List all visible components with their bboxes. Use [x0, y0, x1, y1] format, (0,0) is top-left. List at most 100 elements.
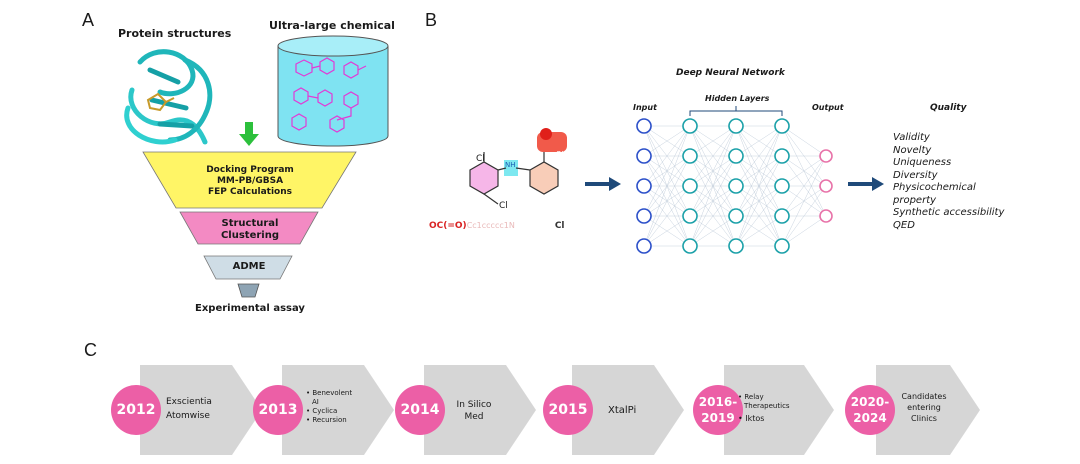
network-edge: [643, 215, 691, 247]
network-edge: [643, 125, 691, 157]
network-edge: [781, 155, 827, 187]
funnel-stage-clustering: [179, 211, 319, 245]
oh-label: OH: [556, 150, 567, 158]
hidden-layers-bracket: [689, 106, 783, 116]
structural-label: Structural: [221, 218, 279, 229]
timeline-entry-text: Benevolent: [312, 389, 353, 397]
docking-program-label: Docking Program: [206, 165, 294, 175]
network-edge: [689, 215, 737, 247]
chemical-space-cylinder: [277, 35, 389, 147]
arrow-to-quality-icon: [848, 177, 884, 191]
funnel-tip: [237, 283, 260, 298]
timeline-entry: Candidates: [901, 392, 947, 401]
input-node: [636, 178, 652, 194]
protein-structure-image: [124, 49, 213, 145]
panel-a-graphics: [124, 35, 389, 298]
timeline-entry-text: AI: [312, 398, 319, 406]
hidden-node: [728, 208, 744, 224]
quality-item: Diversity: [893, 169, 938, 181]
arrow-to-network-icon: [585, 177, 621, 191]
clustering-label: Clustering: [220, 230, 280, 241]
network-edge: [689, 125, 737, 187]
hidden-node: [728, 118, 744, 134]
hidden-node: [728, 148, 744, 164]
year-badge-2013: 2013: [253, 385, 303, 435]
nh-label: NH: [505, 161, 516, 169]
timeline-text-2020-2024: Candidates entering Clinics: [896, 391, 952, 424]
quality-item: Physicochemical: [893, 182, 976, 193]
year-badge-2016-2019: 2016- 2019: [693, 385, 743, 435]
timeline-entry: Exscientia: [166, 397, 212, 407]
timeline-entry-text: Therapeutics: [744, 402, 790, 410]
input-label: Input: [633, 103, 657, 112]
network-edge: [735, 215, 783, 247]
funnel-stage-adme: [203, 255, 293, 280]
adme-label: ADME: [232, 261, 266, 272]
chemical-space-label-line1: Ultra-large chemical: [269, 19, 395, 32]
year-badge-2015: 2015: [543, 385, 593, 435]
network-edge: [643, 185, 691, 247]
experimental-assay-label: Experimental assay: [195, 303, 305, 314]
input-node: [636, 118, 652, 134]
timeline-entry: Clinics: [911, 414, 937, 423]
hidden-node: [682, 238, 698, 254]
network-edge: [735, 155, 783, 247]
timeline-entry: Iktos: [738, 414, 790, 423]
cl-bottom-label: Cl: [499, 201, 508, 211]
timeline-entry: entering: [907, 403, 941, 412]
quality-item: Synthetic accessibility: [893, 207, 1005, 218]
network-edge: [689, 185, 737, 247]
left-aromatic-ring: [469, 161, 499, 195]
network-edge: [781, 185, 827, 247]
hidden-node: [682, 148, 698, 164]
quality-title: Quality: [930, 103, 967, 113]
oxygen-atom: [540, 128, 552, 140]
timeline-arrows: [140, 365, 980, 455]
network-edge: [735, 125, 783, 247]
network-edge: [689, 125, 737, 157]
network-title: Deep Neural Network: [676, 68, 785, 78]
timeline-text-2012: Exscientia Atomwise: [166, 396, 212, 422]
protein-structures-label: Protein structures: [118, 27, 232, 40]
docking-stage-text: Docking Program MM-PB/GBSA FEP Calculati…: [180, 165, 320, 198]
quality-item: property: [893, 194, 937, 206]
network-edge: [735, 125, 783, 157]
timeline-entry: Cyclica: [306, 407, 352, 416]
right-aromatic-ring: [529, 161, 559, 195]
panel-b-letter: B: [425, 10, 438, 30]
network-edge: [689, 155, 737, 247]
network-edge: [781, 215, 827, 247]
smiles-red-part: OC(=O): [429, 221, 467, 231]
network-edge: [781, 155, 827, 247]
network-edge: [735, 185, 783, 247]
ligand-image: [146, 92, 175, 112]
input-node: [636, 208, 652, 224]
mmpbgbsa-label: MM-PB/GBSA: [216, 176, 284, 186]
hidden-node: [728, 178, 744, 194]
hidden-node: [774, 208, 790, 224]
network-edge: [643, 125, 691, 217]
hidden-node: [774, 178, 790, 194]
hidden-node: [774, 238, 790, 254]
smiles-tail: Cl: [554, 221, 565, 231]
fep-calculations-label: FEP Calculations: [207, 187, 293, 197]
year-badge-2012: 2012: [111, 385, 161, 435]
timeline-arrow-2014: [424, 365, 536, 455]
network-edge: [781, 155, 827, 217]
quality-item: Novelty: [893, 144, 932, 156]
network-edge: [689, 125, 737, 217]
timeline-arrow-2015: [572, 365, 684, 455]
smiles-faded-part: Cc1ccccc1N: [466, 221, 515, 230]
input-node: [636, 148, 652, 164]
nh-highlight: [504, 160, 518, 176]
timeline-entry: Med: [464, 412, 484, 422]
timeline-arrow-2012: [140, 365, 262, 455]
hidden-node: [728, 238, 744, 254]
timeline-entry: In Silico: [456, 400, 492, 410]
funnel-stage-docking: [142, 151, 357, 209]
input-node: [636, 238, 652, 254]
